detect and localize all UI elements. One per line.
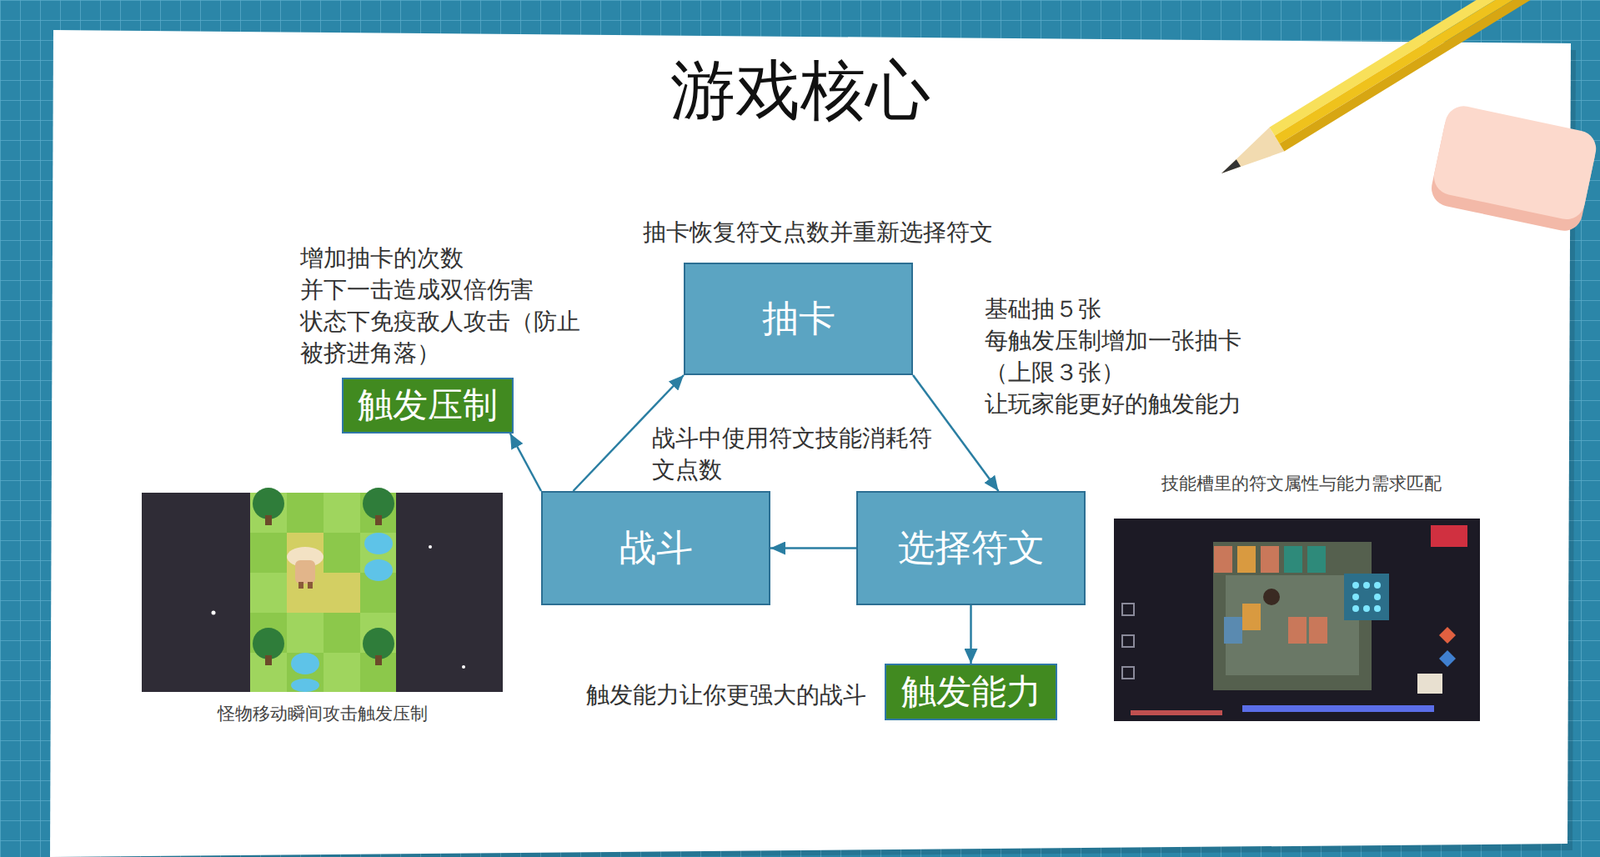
game-screenshot [1363,581,1370,589]
game-screenshot [1352,581,1360,589]
game-screenshot [265,655,272,666]
paper-sheet [50,30,1571,857]
game-screenshot [1352,605,1360,612]
game-screenshot [1284,546,1303,573]
game-screenshot [1307,546,1326,573]
game-screenshot [1309,616,1328,644]
pencil [1213,0,1569,186]
game-screenshot [1352,593,1360,601]
process-box: 抽卡 [683,262,913,376]
game-screenshot [461,665,466,669]
game-screenshot [1439,626,1456,644]
game-screenshot [364,559,393,582]
game-screenshot [252,627,285,660]
node-label: 选择符文 [897,526,1045,571]
node-label: 抽卡 [762,296,836,342]
game-screenshot [375,515,382,526]
game-screenshot [250,652,287,693]
eraser [1428,102,1600,235]
game-screenshot [141,492,503,693]
node-label: 触发压制 [357,384,498,427]
note: 抽卡恢复符文点数并重新选择符文 [642,216,997,249]
game-screenshot [1122,667,1134,679]
flow-arrow [770,546,857,550]
game-screenshot [323,572,361,613]
pencil [1213,127,1285,186]
game-screenshot [1122,603,1134,616]
game-screenshot [290,678,320,693]
note: 战斗中使用符文技能消耗符 文点数 [652,422,936,487]
game-screenshot [364,532,393,555]
game-screenshot [1213,546,1233,573]
game-screenshot [290,652,320,675]
game-screenshot [1344,573,1390,621]
game-screenshot [1260,546,1279,573]
game-screenshot [1225,575,1360,676]
note: 触发能力让你更强大的战斗 [586,679,870,712]
game-screenshot [250,572,287,613]
image-caption: 怪物移动瞬间攻击触发压制 [215,702,430,726]
game-screenshot [1113,518,1480,722]
game-screenshot [1430,525,1468,547]
game-screenshot [1113,518,1480,722]
game-screenshot [1223,616,1243,644]
paper-sheet [50,30,1576,857]
game-screenshot [286,612,324,653]
game-screenshot [362,627,395,660]
game-screenshot [1242,603,1261,631]
node-label: 战斗 [619,526,693,571]
pencil [1218,159,1241,177]
process-box: 战斗 [541,491,771,606]
game-screenshot [250,492,397,693]
game-screenshot [1439,650,1456,668]
flow-arrow [510,433,542,492]
game-screenshot [1263,588,1280,606]
game-screenshot [1242,705,1435,713]
game-screenshot [1122,635,1134,648]
game-screenshot [1130,710,1223,716]
game-screenshot [375,655,382,666]
game-screenshot [1374,605,1381,612]
game-screenshot [141,487,503,693]
game-screenshot [323,652,361,693]
game-screenshot [1374,581,1381,589]
game-screenshot [252,487,285,520]
game-screenshot [1363,605,1370,612]
game-screenshot [295,560,316,584]
game-screenshot [298,581,304,589]
trigger-box: 触发压制 [341,377,514,434]
pencil [1279,0,1569,152]
node-label: 触发能力 [901,671,1042,713]
game-screenshot [307,581,313,589]
image-caption: 技能槽里的符文属性与能力需求匹配 [1159,471,1444,496]
game-screenshot [1374,593,1381,601]
flow-arrow [969,605,973,664]
game-screenshot [1288,616,1307,644]
game-screenshot [362,487,395,520]
eraser [1430,102,1600,223]
game-screenshot [1237,546,1256,573]
game-screenshot [323,492,361,533]
note: 基础抽５张 每触发压制增加一张抽卡 （上限３张） 让玩家能更好的触发能力 [984,293,1245,421]
game-screenshot [211,611,216,616]
game-screenshot [265,515,272,526]
game-screenshot [1417,673,1443,694]
trigger-box: 触发能力 [884,663,1058,721]
note: 增加抽卡的次数 并下一击造成双倍伤害 状态下免疫敌人攻击（防止 被挤进角落） [300,242,584,370]
process-box: 选择符文 [856,491,1086,606]
title: 游戏核心 [670,55,931,127]
game-screenshot [428,545,432,549]
